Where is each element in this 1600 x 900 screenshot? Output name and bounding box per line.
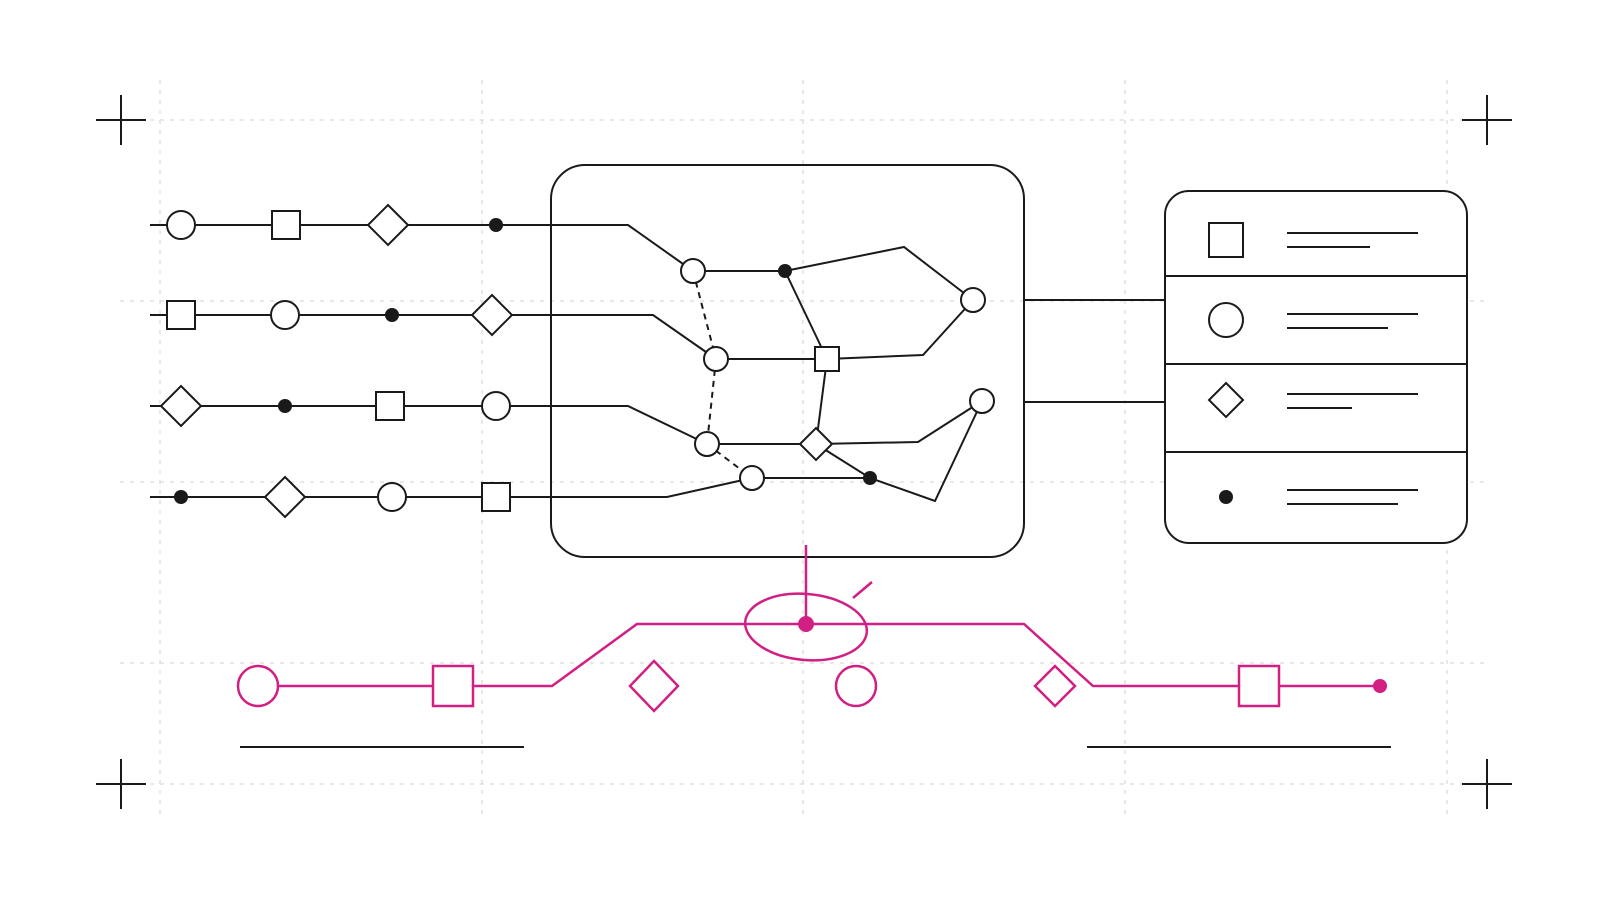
output-circle-node-icon bbox=[236, 664, 280, 708]
graph-dot-node-icon bbox=[778, 264, 792, 278]
output-diamond-node-icon bbox=[628, 659, 680, 713]
crop-marks bbox=[96, 95, 1512, 809]
output-path bbox=[236, 545, 1387, 713]
crop-mark-top-right bbox=[1462, 95, 1512, 145]
legend-row-square bbox=[1208, 222, 1418, 258]
output-dot-highlighted-icon bbox=[798, 616, 814, 632]
input-line-3 bbox=[150, 384, 708, 445]
diamond-icon bbox=[1207, 381, 1245, 419]
diamond-node-icon bbox=[470, 293, 514, 337]
square-node-icon bbox=[481, 482, 511, 512]
legend-row-diamond bbox=[1207, 381, 1418, 419]
highlight-tick-icon bbox=[852, 581, 873, 599]
diamond-node-icon bbox=[263, 475, 307, 519]
output-square-node-icon bbox=[1237, 664, 1281, 708]
graph-circle-node-icon bbox=[960, 287, 986, 313]
legend-row-dot bbox=[1219, 489, 1418, 505]
graph-circle-node-icon bbox=[694, 431, 720, 457]
square-node-icon bbox=[375, 391, 405, 421]
dot-icon bbox=[1219, 490, 1233, 504]
input-line-1 bbox=[150, 203, 694, 272]
input-line-4 bbox=[150, 475, 753, 519]
diamond-node-icon bbox=[366, 203, 410, 247]
input-line-2 bbox=[150, 293, 717, 360]
circle-icon bbox=[1208, 302, 1244, 338]
graph-diamond-node-icon bbox=[798, 426, 834, 462]
dot-node-icon bbox=[489, 218, 503, 232]
legend-panel bbox=[1164, 190, 1468, 544]
output-dot-node-icon bbox=[1373, 679, 1387, 693]
legend-row-circle bbox=[1208, 302, 1418, 338]
graph-circle-node-icon bbox=[703, 346, 729, 372]
legend-connectors bbox=[1024, 299, 1165, 403]
graph-square-node-icon bbox=[814, 346, 840, 372]
dot-node-icon bbox=[174, 490, 188, 504]
output-diamond-node-icon bbox=[1033, 664, 1077, 708]
graph-dot-node-icon bbox=[863, 471, 877, 485]
square-node-icon bbox=[166, 300, 196, 330]
highlight-ring-icon bbox=[743, 592, 869, 662]
output-circle-node-icon bbox=[834, 664, 878, 708]
processing-box bbox=[550, 164, 1025, 558]
dot-node-icon bbox=[278, 399, 292, 413]
crop-mark-top-left bbox=[96, 95, 146, 145]
square-icon bbox=[1208, 222, 1244, 258]
graph-circle-node-icon bbox=[680, 258, 706, 284]
network-graph bbox=[680, 245, 995, 503]
diamond-node-icon bbox=[159, 384, 203, 428]
circle-node-icon bbox=[166, 210, 196, 240]
crop-mark-bottom-right bbox=[1462, 759, 1512, 809]
circle-node-icon bbox=[481, 391, 511, 421]
crop-mark-bottom-left bbox=[96, 759, 146, 809]
graph-circle-node-icon bbox=[739, 465, 765, 491]
circle-node-icon bbox=[270, 300, 300, 330]
circle-node-icon bbox=[377, 482, 407, 512]
output-square-node-icon bbox=[431, 664, 475, 708]
square-node-icon bbox=[271, 210, 301, 240]
graph-circle-node-icon bbox=[969, 388, 995, 414]
input-lines bbox=[150, 203, 753, 519]
dot-node-icon bbox=[385, 308, 399, 322]
